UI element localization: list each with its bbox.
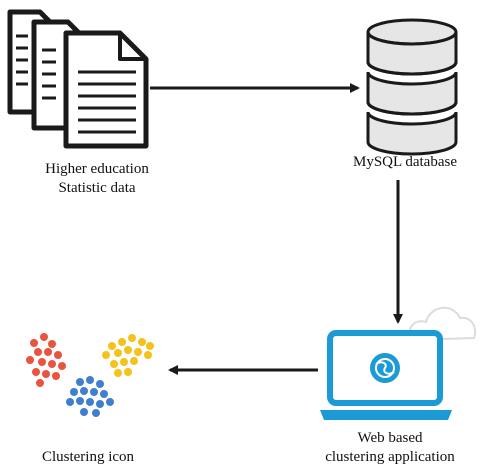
cloud-icon — [408, 307, 476, 342]
webapp-label-line1: Web based — [357, 430, 423, 446]
globe-icon — [370, 353, 400, 383]
webapp-label-line2: clustering application — [325, 449, 455, 465]
cluster-red — [26, 333, 66, 387]
clusters-icon — [26, 333, 154, 417]
documents-label-line2: Statistic data — [58, 180, 136, 196]
documents-label-line1: Higher education — [45, 161, 149, 177]
webapp-label: Web based clustering application — [302, 429, 478, 467]
documents-label: Higher education Statistic data — [22, 160, 172, 198]
clusters-label: Clustering icon — [41, 449, 135, 465]
laptop-icon — [320, 330, 452, 420]
database-icon — [366, 18, 458, 156]
cluster-yellow — [102, 334, 154, 377]
cluster-blue — [66, 376, 114, 417]
database-label: MySQL database — [352, 154, 457, 170]
documents-icon — [7, 9, 149, 149]
